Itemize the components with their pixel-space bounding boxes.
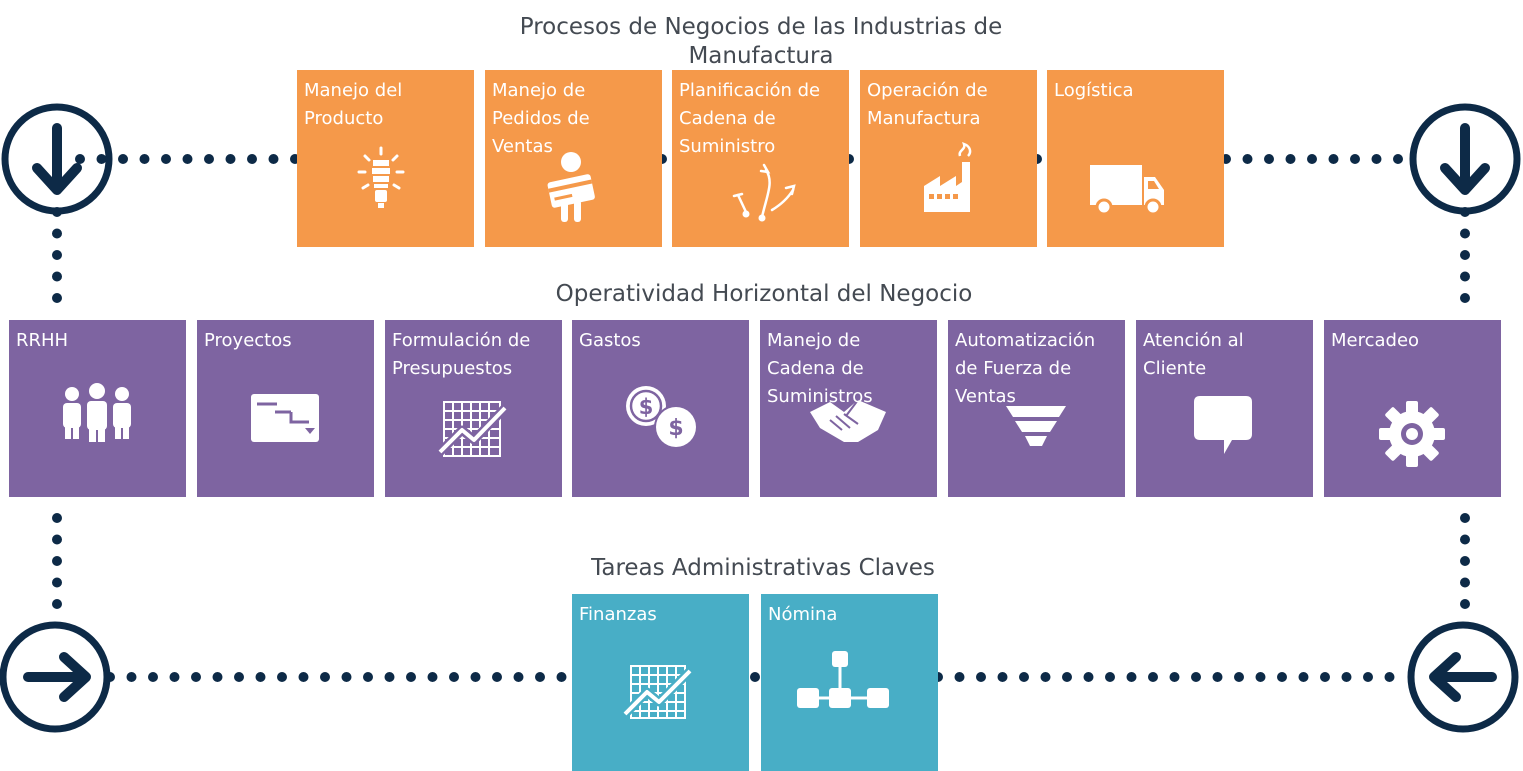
tile-rrhh: RRHH — [9, 320, 186, 497]
tile-manejo-de-pedidos-de-ventas: Manejo de Pedidos de Ventas — [485, 70, 662, 247]
tile-label: Formulación de Presupuestos — [392, 330, 531, 379]
tile-label: Gastos — [579, 330, 641, 351]
tile-atencion-al-cliente: Atención al Cliente — [1136, 320, 1313, 497]
tile-gastos: Gastos $ $ — [572, 320, 749, 497]
tile-label: Planificación de Cadena de Suministro — [679, 80, 821, 157]
tile-automatizacion-fuerza-ventas: Automatización de Fuerza de Ventas — [948, 320, 1125, 497]
tile-label: Logística — [1054, 80, 1134, 101]
tile-operacion-de-manufactura: Operación de Manufactura — [860, 70, 1037, 247]
tile-nomina: Nómina — [761, 594, 938, 771]
tile-label: Operación de Manufactura — [867, 80, 988, 129]
tile-label: Finanzas — [579, 604, 657, 625]
tile-label: Manejo de Cadena de Suministros — [767, 330, 873, 407]
horizontal-section-title: Operatividad Horizontal del Negocio — [555, 281, 973, 307]
administrative-section-title: Tareas Administrativas Claves — [591, 555, 935, 581]
tile-planificacion-cadena-suministro: Planificación de Cadena de Suministro — [672, 70, 849, 247]
tile-label: Proyectos — [204, 330, 292, 351]
tile-logistica: Logística — [1047, 70, 1224, 247]
tile-label: Atención al Cliente — [1143, 330, 1244, 379]
tile-label: Automatización de Fuerza de Ventas — [955, 330, 1096, 407]
tile-manejo-cadena-suministros: Manejo de Cadena de Suministros — [760, 320, 937, 497]
tile-label: Mercadeo — [1331, 330, 1420, 351]
tile-label: Manejo de Pedidos de Ventas — [492, 80, 590, 157]
tile-manejo-del-producto: Manejo del Producto — [297, 70, 474, 247]
arrow-down-icon — [1, 103, 113, 215]
tile-finanzas: Finanzas — [572, 594, 749, 771]
tile-label: RRHH — [16, 330, 69, 351]
arrow-left-icon — [1407, 621, 1519, 733]
tile-label: Nómina — [768, 604, 838, 625]
tile-proyectos: Proyectos — [197, 320, 374, 497]
tile-formulacion-presupuestos: Formulación de Presupuestos — [385, 320, 562, 497]
manufacturing-section-title: Procesos de Negocios de las Industrias d… — [519, 14, 1003, 69]
tile-mercadeo: Mercadeo — [1324, 320, 1501, 497]
tile-label: Manejo del Producto — [304, 80, 403, 129]
svg-text:$: $ — [668, 416, 683, 441]
arrow-down-icon — [1409, 103, 1521, 215]
svg-text:$: $ — [639, 395, 654, 419]
arrow-right-icon — [0, 621, 111, 733]
